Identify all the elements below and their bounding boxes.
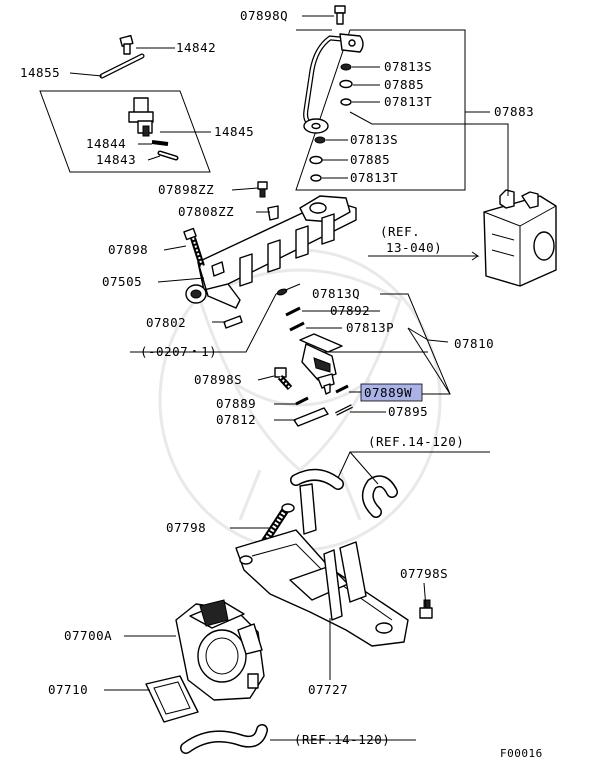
label-ref-13040-a: (REF. (380, 224, 420, 239)
bracket-07808zz (267, 205, 279, 221)
label-07710: 07710 (48, 682, 88, 697)
throttle-body-07700a (175, 599, 265, 701)
label-07505: 07505 (102, 274, 142, 289)
label-07812: 07812 (216, 412, 256, 427)
label-07813s-a: 07813S (384, 59, 432, 74)
ring-07889 (295, 396, 309, 406)
label-07727: 07727 (308, 682, 348, 697)
label-07813t-a: 07813T (384, 94, 432, 109)
bolt-07898s (274, 367, 293, 391)
label-07895: 07895 (388, 404, 428, 419)
label-07810: 07810 (454, 336, 494, 351)
highlight-07889w (360, 383, 423, 402)
label-07883: 07883 (494, 104, 534, 119)
label-07813s-b: 07813S (350, 132, 398, 147)
label-07813q: 07813Q (312, 286, 360, 301)
o-ring-14844 (151, 140, 169, 146)
intake-plenum-07727 (235, 483, 409, 647)
label-07898s: 07898S (194, 372, 242, 387)
label-07700a: 07700A (64, 628, 112, 643)
ring-07889w (335, 384, 349, 394)
leader-lines (69, 15, 509, 741)
group-box-07883 (295, 29, 466, 191)
label-07802: 07802 (146, 315, 186, 330)
rod-14855 (99, 53, 145, 79)
label-07889w: 07889W (364, 385, 412, 400)
group-box-14845 (39, 90, 211, 173)
ring-07892 (285, 306, 301, 317)
label-date-range: (-0207・1) (140, 344, 217, 359)
label-07798s: 07798S (400, 566, 448, 581)
seal-rings-upper (339, 63, 353, 106)
gasket-07710 (145, 675, 199, 723)
bolt-14842 (119, 34, 134, 55)
label-14855: 14855 (20, 65, 60, 80)
labels: 07898Q 14842 14855 07813S 07885 07813T 0… (20, 8, 543, 760)
seal-rings-lower (309, 136, 326, 182)
pressure-regulator-ref (483, 189, 557, 287)
label-07898: 07898 (108, 242, 148, 257)
insulator-07812 (293, 407, 329, 427)
label-07885-b: 07885 (350, 152, 390, 167)
label-07889: 07889 (216, 396, 256, 411)
label-07885-a: 07885 (384, 77, 424, 92)
label-ref-14120-top: (REF.14-120) (368, 434, 464, 449)
label-ref-13040-b: 13-040) (386, 240, 442, 255)
injector-07810 (299, 333, 343, 395)
label-07808zz: 07808ZZ (178, 204, 234, 219)
bolt-07898 (183, 227, 205, 267)
label-07892: 07892 (330, 303, 370, 318)
label-14845: 14845 (214, 124, 254, 139)
fuel-pipe-07883 (303, 33, 364, 134)
bolt-07898q (334, 5, 346, 25)
label-07798: 07798 (166, 520, 206, 535)
label-14843: 14843 (96, 152, 136, 167)
fuel-rail-07505 (185, 195, 357, 309)
ring-07813p (289, 321, 305, 332)
label-ref-14120-bottom: (REF.14-120) (294, 732, 390, 747)
label-07898zz: 07898ZZ (158, 182, 214, 197)
hose-ref-14120-bottom (180, 724, 268, 754)
label-07898q: 07898Q (240, 8, 288, 23)
clip-07802 (223, 315, 243, 329)
label-14844: 14844 (86, 136, 126, 151)
sensor-14845 (128, 97, 154, 137)
hose-ref-14120-top (290, 468, 398, 518)
figure-code: F00016 (500, 747, 543, 760)
label-07813t-b: 07813T (350, 170, 398, 185)
bolt-07898zz (257, 181, 268, 198)
label-07813p: 07813P (346, 320, 394, 335)
label-14842: 14842 (176, 40, 216, 55)
